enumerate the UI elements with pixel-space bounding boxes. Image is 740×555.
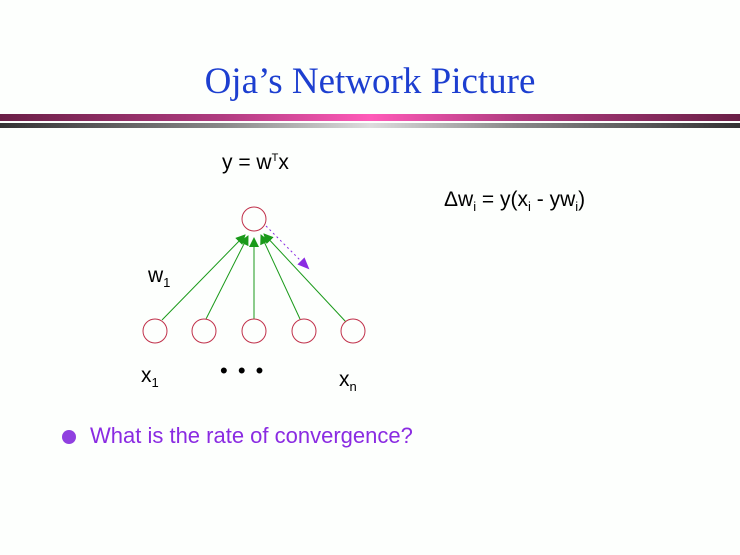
input-label-xn: xn — [339, 368, 357, 394]
output-equation: y = wTx — [222, 151, 289, 174]
edge-4 — [260, 234, 301, 320]
bullet-text: What is the rate of convergence? — [90, 423, 413, 448]
edge-2 — [205, 235, 249, 320]
weight-label: w1 — [148, 264, 171, 290]
bullet-icon — [62, 430, 76, 444]
edge-5 — [263, 233, 347, 323]
slide-title: Oja’s Network Picture — [204, 61, 536, 102]
input-node-3 — [241, 318, 267, 344]
input-node-1 — [142, 318, 168, 344]
input-node-5 — [340, 318, 366, 344]
input-label-x1: x1 — [141, 364, 159, 390]
ellipsis: • • • — [220, 358, 266, 383]
title-divider-pink — [0, 114, 740, 121]
input-node-4 — [291, 318, 317, 344]
update-equation: Δwi = y(xi - ywi) — [444, 188, 586, 214]
input-node-2 — [191, 318, 217, 344]
output-node — [241, 206, 267, 232]
edge-1 — [161, 234, 246, 321]
feedback-arrow — [265, 225, 310, 270]
title-divider-gray — [0, 123, 740, 128]
